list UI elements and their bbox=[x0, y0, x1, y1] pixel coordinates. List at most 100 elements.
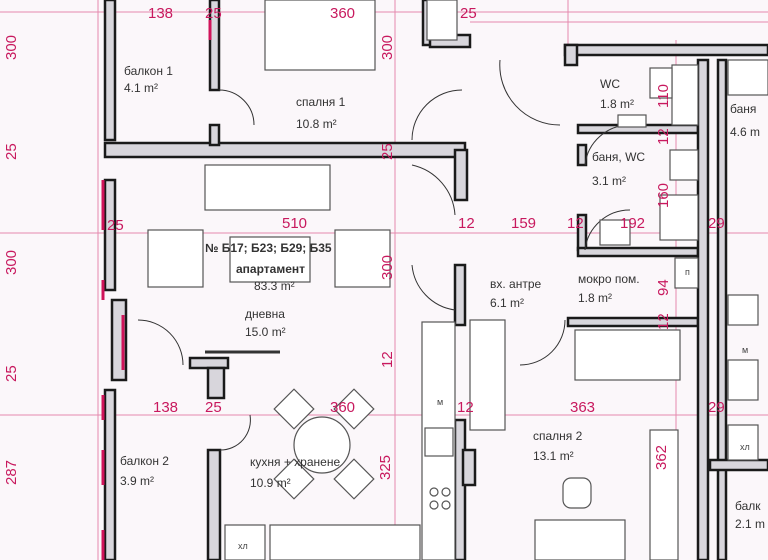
dimension-label: 25 bbox=[460, 5, 477, 22]
dimension-label: 12 bbox=[567, 215, 584, 232]
dimension-label: 360 bbox=[330, 5, 355, 22]
plan-circle bbox=[429, 500, 439, 510]
room-label: 1.8 m² bbox=[578, 291, 612, 305]
dimension-label: 12 bbox=[655, 128, 672, 145]
room-label: 6.1 m² bbox=[490, 296, 524, 310]
dimension-label: 300 bbox=[3, 250, 20, 275]
dimension-label: 138 bbox=[148, 5, 173, 22]
dimension-label: 12 bbox=[379, 351, 396, 368]
plan-rect bbox=[103, 141, 467, 159]
room-label: 3.9 m² bbox=[120, 474, 154, 488]
plan-rect bbox=[727, 424, 759, 461]
dimension-label: 363 bbox=[570, 399, 595, 416]
plan-rect bbox=[574, 329, 681, 381]
plan-path bbox=[411, 264, 456, 311]
plan-rect bbox=[333, 458, 375, 500]
plan-rect bbox=[453, 148, 469, 202]
dining-table bbox=[293, 416, 351, 474]
plan-rect bbox=[453, 418, 467, 560]
dimension-label: 25 bbox=[3, 143, 20, 160]
room-label: 13.1 m² bbox=[533, 449, 574, 463]
dimension-label: 110 bbox=[655, 84, 672, 108]
plan-circle bbox=[429, 487, 439, 497]
room-label: баня, WC bbox=[592, 150, 645, 164]
sofa bbox=[204, 164, 331, 211]
plan-rect bbox=[566, 316, 700, 328]
plan-path bbox=[519, 319, 566, 366]
plan-rect bbox=[599, 219, 631, 246]
plan-path bbox=[411, 164, 456, 216]
bathtub bbox=[671, 64, 699, 126]
plan-rect bbox=[669, 149, 699, 181]
room-label: спалня 2 bbox=[533, 429, 583, 443]
plan-rect bbox=[727, 294, 759, 326]
wardrobe bbox=[649, 429, 679, 560]
room-name: балкон 1 bbox=[124, 64, 173, 78]
plan-path bbox=[137, 319, 184, 366]
plan-rect bbox=[674, 257, 699, 289]
plan-rect bbox=[617, 114, 647, 128]
coffee-table bbox=[229, 236, 311, 283]
plan-rect bbox=[424, 427, 454, 457]
room-label: балкон 2 bbox=[120, 454, 169, 468]
plan-path bbox=[499, 59, 561, 126]
furniture bbox=[147, 0, 768, 560]
plan-rect bbox=[426, 0, 458, 41]
armchair-right bbox=[334, 229, 391, 288]
dimension-label: 159 bbox=[511, 215, 536, 232]
room-label: баня bbox=[730, 102, 756, 116]
room-label: м bbox=[742, 345, 748, 355]
dimension-label: 510 bbox=[282, 215, 307, 232]
dimension-label: 25 bbox=[107, 217, 124, 234]
room-label: хл bbox=[740, 442, 750, 452]
plan-path bbox=[218, 89, 255, 126]
dimension-label: 362 bbox=[653, 445, 670, 470]
dimension-label: 360 bbox=[330, 399, 355, 416]
room-label: 1.8 m² bbox=[600, 97, 634, 111]
plan-circle bbox=[441, 500, 451, 510]
dimension-label: 12 bbox=[655, 313, 672, 330]
plan-path bbox=[411, 89, 463, 141]
plan-path bbox=[219, 414, 251, 451]
plan-rect bbox=[333, 388, 375, 430]
dimension-label: 29 bbox=[708, 399, 725, 416]
plan-rect bbox=[224, 524, 266, 560]
room-label: 10.8 m² bbox=[296, 117, 337, 131]
plan-rect bbox=[103, 178, 117, 292]
dimension-label: 300 bbox=[379, 255, 396, 280]
plan-rect bbox=[727, 59, 768, 96]
room-label: 3.1 m² bbox=[592, 174, 626, 188]
room-label: 4.1 m² bbox=[124, 81, 158, 95]
dimension-label: 25 bbox=[205, 399, 222, 416]
dimension-label: 300 bbox=[3, 35, 20, 60]
plan-rect bbox=[208, 0, 221, 92]
plan-rect bbox=[206, 366, 226, 400]
apartment-area: 83.3 m² bbox=[254, 279, 295, 293]
shower bbox=[659, 194, 699, 241]
room-label: м bbox=[437, 397, 443, 407]
plan-rect bbox=[269, 524, 421, 560]
dimension-label: 192 bbox=[620, 215, 645, 232]
room-label: 4.6 m bbox=[730, 125, 760, 139]
room-label: п bbox=[685, 267, 690, 277]
dimension-label: 138 bbox=[153, 399, 178, 416]
bed-1 bbox=[264, 0, 376, 71]
plan-rect bbox=[716, 58, 728, 560]
dimension-label: 94 bbox=[655, 279, 672, 296]
plan-rect bbox=[562, 477, 592, 509]
room-label: хл bbox=[238, 541, 248, 551]
plan-rect bbox=[453, 263, 467, 327]
room-labels: балкон 1 4.1 m² спалня 1 10.8 m² WC 1.8 … bbox=[120, 64, 765, 551]
bed-2 bbox=[534, 519, 626, 560]
plan-rect bbox=[208, 123, 221, 147]
plan-rect bbox=[576, 143, 588, 167]
plan-rect bbox=[188, 356, 230, 370]
plan-rect bbox=[469, 319, 506, 431]
dimension-label: 25 bbox=[3, 365, 20, 382]
plan-rect bbox=[696, 58, 710, 560]
dimension-label: 287 bbox=[3, 460, 20, 485]
plan-rect bbox=[461, 448, 477, 487]
room-label: балк bbox=[735, 499, 761, 513]
room-label: 10.9 m² bbox=[250, 476, 291, 490]
dimension-labels: 300 25 300 25 287 138 25 360 25 25 510 1… bbox=[3, 5, 725, 485]
